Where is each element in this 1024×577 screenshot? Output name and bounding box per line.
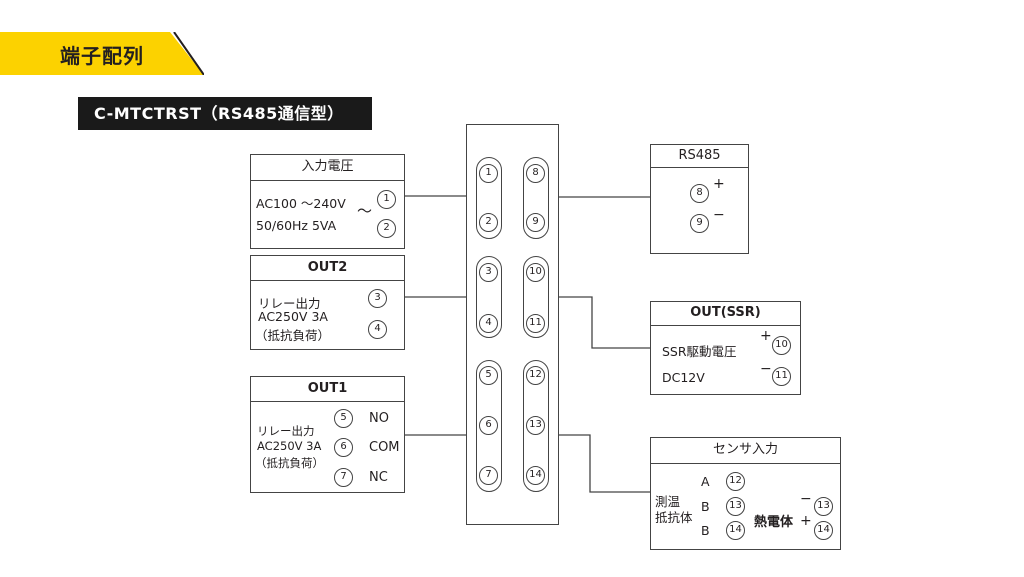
out1-header: OUT1 [251,377,404,402]
terminal-4: 4 [479,314,498,333]
terminal-9: 9 [526,213,545,232]
out1-rating: AC250V 3A [257,439,322,453]
out2-terminal-4: 4 [368,320,387,339]
terminal-14: 14 [526,466,545,485]
terminal-3: 3 [479,263,498,282]
out1-no-label: NO [369,411,389,426]
terminal-1: 1 [479,164,498,183]
ssr-drive-voltage: SSR駆動電圧 [662,344,737,359]
tc-terminal-13: 13 [814,497,833,516]
terminal-13: 13 [526,416,545,435]
thermocouple-label: 熱電体 [754,515,794,530]
sensor-terminal-12: 12 [726,472,745,491]
terminal-6: 6 [479,416,498,435]
tc-plus: + [800,513,812,529]
sensor-box: センサ入力 [650,437,841,550]
sensor-terminal-14: 14 [726,521,745,540]
out1-terminal-6: 6 [334,438,353,457]
out2-relay-label: リレー出力 [258,296,321,311]
tc-minus: − [800,491,812,507]
page-title: 端子配列 [60,44,144,68]
terminal-7: 7 [479,466,498,485]
rs485-terminal-9: 9 [690,214,709,233]
ssr-header: OUT(SSR) [651,302,800,326]
out1-box: OUT1 [250,376,405,493]
out2-rating: AC250V 3A [258,309,328,324]
tc-terminal-14: 14 [814,521,833,540]
terminal-11: 11 [526,314,545,333]
power-terminal-2: 2 [377,219,396,238]
ac-tilde: ～ [357,202,373,220]
terminal-2: 2 [479,213,498,232]
out2-load: （抵抗負荷） [255,328,331,343]
ssr-terminal-10: 10 [772,336,791,355]
terminal-8: 8 [526,164,545,183]
rs485-terminal-8: 8 [690,184,709,203]
out1-terminal-7: 7 [334,468,353,487]
rs485-header: RS485 [651,145,748,168]
power-terminal-1: 1 [377,190,396,209]
rtd-label-2: 抵抗体 [655,510,693,525]
sensor-terminal-13: 13 [726,497,745,516]
out1-terminal-5: 5 [334,409,353,428]
power-frequency: 50/60Hz 5VA [256,218,337,233]
rs485-plus: + [713,176,725,192]
power-voltage: AC100 ～240V [256,196,346,211]
rtd-label-1: 測温 [655,494,681,509]
ssr-plus: + [760,328,772,344]
banner-shape [0,32,204,75]
power-header: 入力電圧 [251,155,404,181]
terminal-5: 5 [479,366,498,385]
rs485-minus: − [713,207,725,223]
model-label: C-MTCTRST（RS485通信型） [78,97,372,130]
ssr-dc12v: DC12V [662,370,705,385]
rtd-b-label-1: B [701,499,710,514]
rtd-b-label-2: B [701,523,710,538]
title-banner: 端子配列 [0,32,204,75]
out1-relay-label: リレー出力 [257,424,315,438]
out2-header: OUT2 [251,256,404,281]
out1-load: （抵抗負荷） [255,456,324,470]
terminal-12: 12 [526,366,545,385]
sensor-header: センサ入力 [651,438,840,464]
terminal-10: 10 [526,263,545,282]
ssr-terminal-11: 11 [772,367,791,386]
rtd-a-label: A [701,474,710,489]
ssr-minus: − [760,361,772,377]
out2-terminal-3: 3 [368,289,387,308]
out1-com-label: COM [369,440,400,455]
out1-nc-label: NC [369,470,388,485]
